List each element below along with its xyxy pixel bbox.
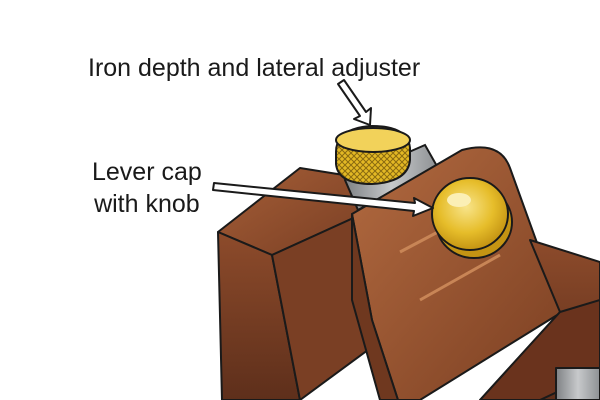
lever-cap-label-line1: Lever cap [92,158,202,186]
knurled-brass-adjuster [335,124,411,186]
lever-cap-arrow [212,182,434,217]
brass-knob [431,177,513,259]
plane-body-right [479,239,600,400]
lever-cap-label-line2: with knob [94,190,200,218]
adjuster-label: Iron depth and lateral adjuster [88,54,421,82]
lever-cap-label: Lever cap with knob [92,156,202,220]
adjuster-arrow [337,79,372,126]
